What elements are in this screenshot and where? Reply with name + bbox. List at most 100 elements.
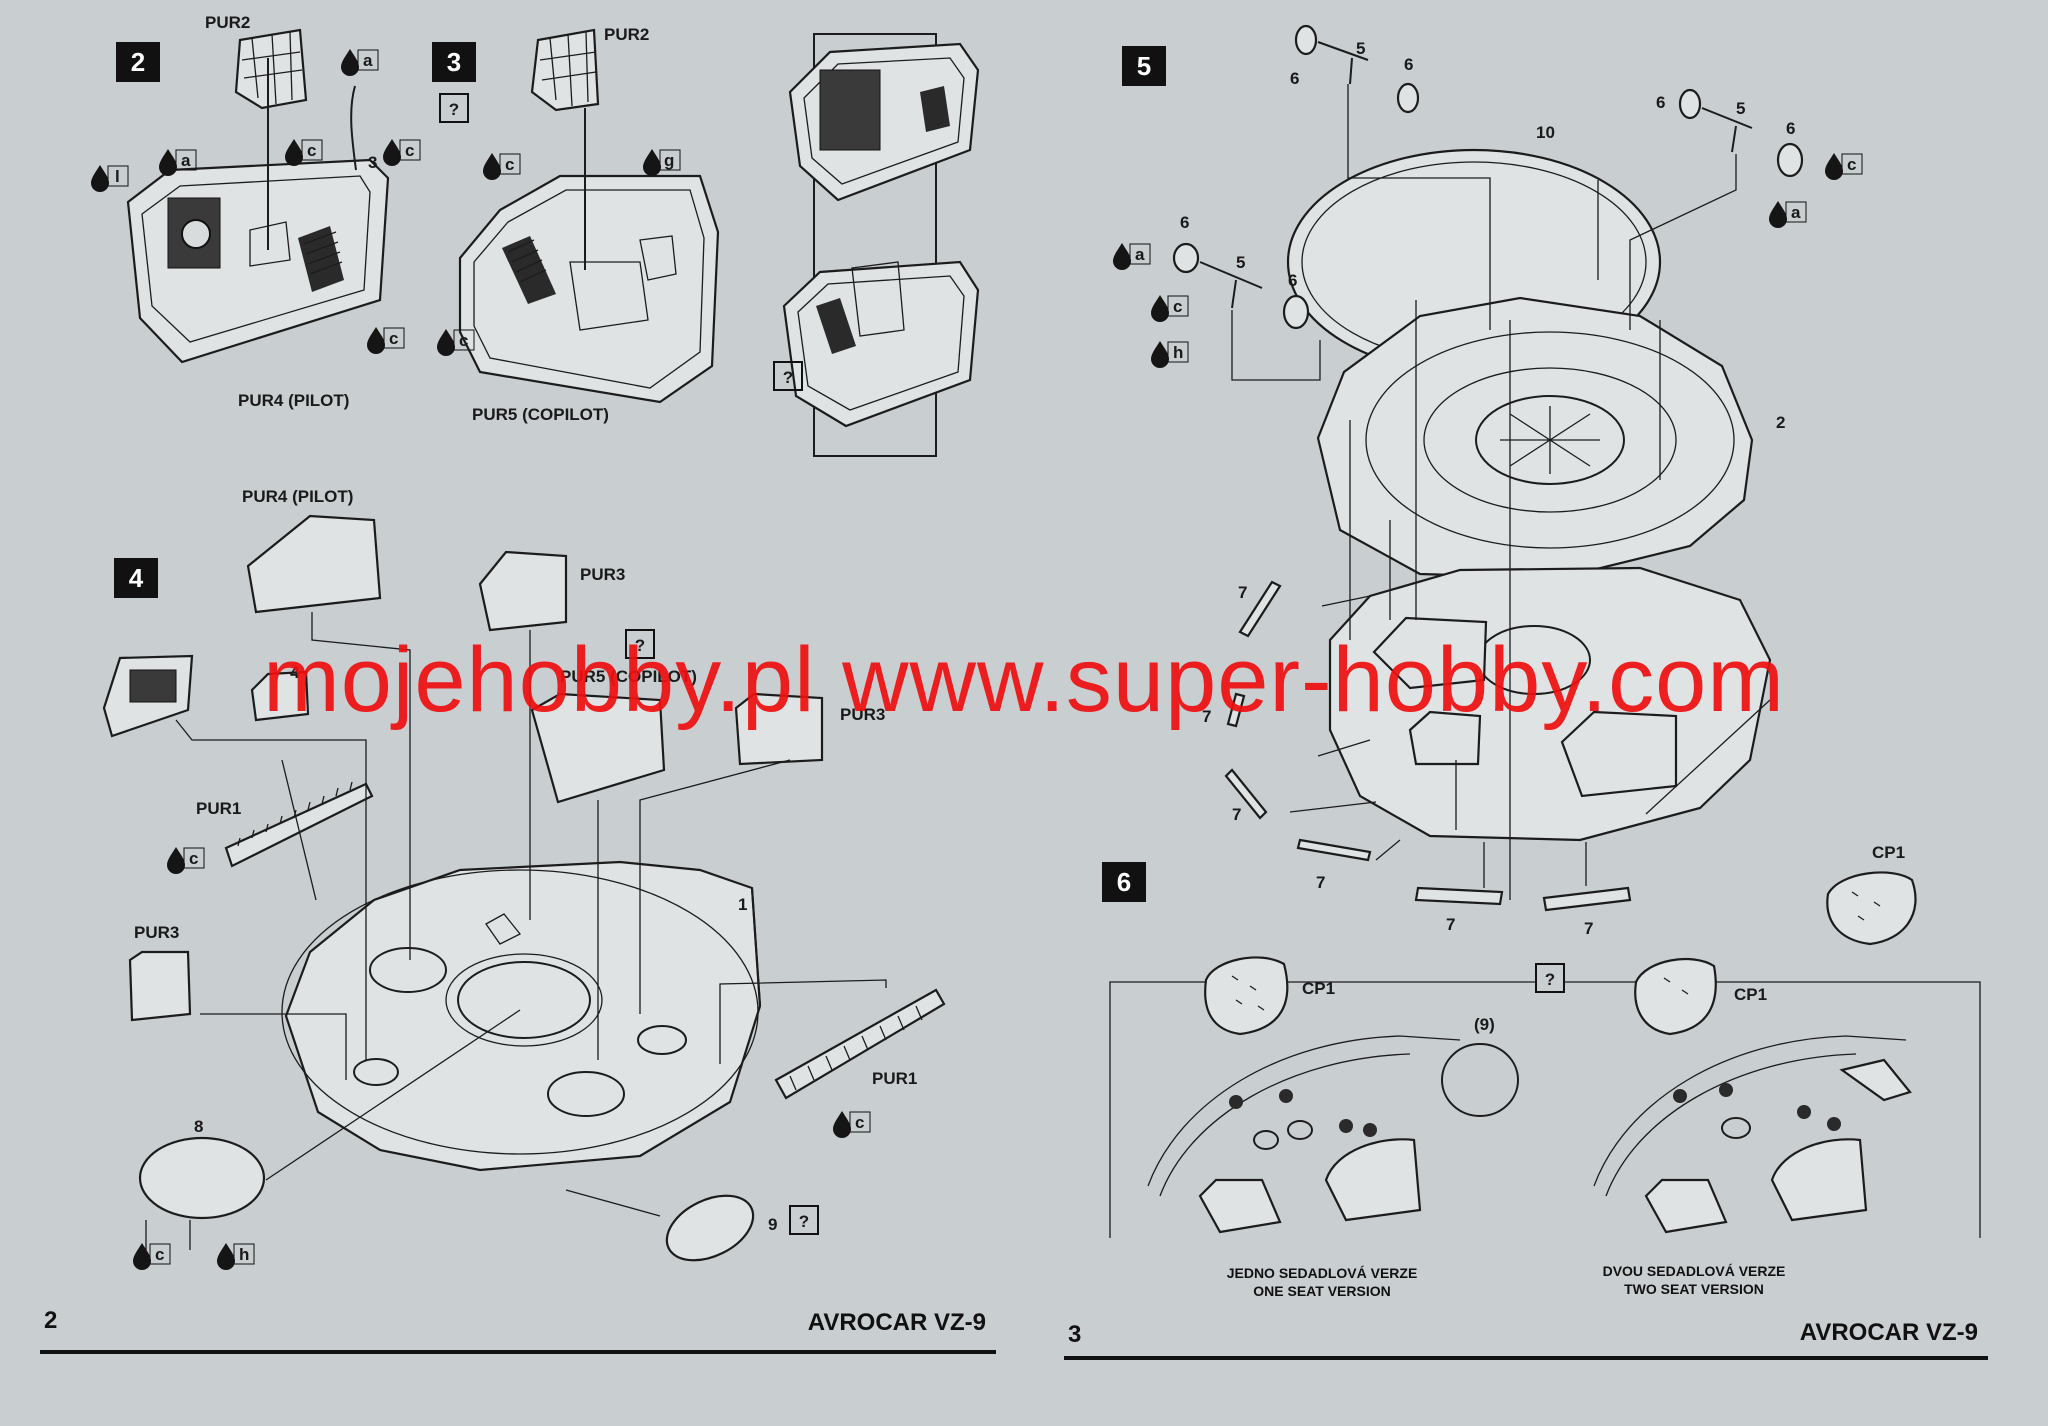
step-5-badge xyxy=(1122,46,1166,86)
caption-two-seat-cz: DVOU SEDADLOVÁ VERZE xyxy=(1603,1263,1786,1279)
question-mark-4: ? xyxy=(799,1212,809,1231)
paint-callout-a2: a xyxy=(159,149,197,176)
pur3-block-icon-3 xyxy=(128,950,192,1022)
paint-callout-h: h xyxy=(217,1243,255,1270)
pur1-label-2: PUR1 xyxy=(872,1069,917,1088)
step-4-number: 4 xyxy=(129,563,144,593)
svg-text:c: c xyxy=(155,1245,164,1264)
question-box-1 xyxy=(439,93,469,123)
pur4-block-icon xyxy=(246,514,382,614)
paint-callout-c5: c xyxy=(437,329,475,356)
pur1-strip-icon xyxy=(224,781,374,868)
copilot-tub-icon xyxy=(458,108,720,404)
cp1-label-3: CP1 xyxy=(1872,843,1905,862)
step-6-group: 6 ? CP1 (9) JEDNO SEDA xyxy=(1102,843,1981,1299)
pur2-label-2: PUR2 xyxy=(604,25,649,44)
cp1-label-2: CP1 xyxy=(1734,985,1767,1004)
page-title-left: AVROCAR VZ-9 xyxy=(808,1309,986,1336)
pur5-block-icon xyxy=(530,692,666,804)
two-seat-detail-icon xyxy=(1593,871,1917,1234)
step-3-badge xyxy=(432,42,476,82)
floor-disc-part1-icon xyxy=(281,860,762,1172)
pilot-tub-icon xyxy=(126,58,390,364)
step-6-badge xyxy=(1102,862,1146,902)
step-4-group: 4 PUR4 (PILOT) PUR3 ? PUR5 (COPILOT) PUR… xyxy=(102,487,946,1270)
pur4-pilot-label: PUR4 (PILOT) xyxy=(238,391,349,410)
svg-text:c: c xyxy=(307,141,316,160)
svg-text:c: c xyxy=(459,331,468,350)
caption-one-seat-en: ONE SEAT VERSION xyxy=(1253,1283,1390,1299)
paint-callout-c10: c xyxy=(1151,295,1189,322)
pur1-strip-icon-2 xyxy=(774,988,946,1100)
svg-text:c: c xyxy=(1847,155,1856,174)
two-tub-variants-icon xyxy=(782,33,980,457)
caption-two-seat-en: TWO SEAT VERSION xyxy=(1624,1281,1764,1297)
part-5-label-1: 5 xyxy=(1356,39,1365,58)
question-mark-5: ? xyxy=(1545,970,1555,989)
pur2-label: PUR2 xyxy=(205,13,250,32)
pur3-block-icon-2 xyxy=(734,692,824,766)
paint-callout-c4: c xyxy=(483,153,521,180)
part-7-label-5: 7 xyxy=(1446,915,1455,934)
paint-callout-a3: a xyxy=(1769,201,1807,228)
svg-text:c: c xyxy=(389,329,398,348)
question-mark-3: ? xyxy=(635,636,645,655)
svg-text:h: h xyxy=(1173,343,1183,362)
part-7-label-2: 7 xyxy=(1202,707,1211,726)
paint-callout-a4: a xyxy=(1113,243,1151,270)
paint-callout-h2: h xyxy=(1151,341,1189,368)
one-seat-detail-icon xyxy=(1147,956,1519,1234)
part-7-label-3: 7 xyxy=(1232,805,1241,824)
part-3-label: 3 xyxy=(368,153,377,172)
step-2-group: 2 PUR2 3 PUR4 (PILOT) a xyxy=(91,13,421,410)
question-box-3 xyxy=(625,629,655,659)
caption-one-seat-cz: JEDNO SEDADLOVÁ VERZE xyxy=(1227,1265,1418,1281)
part-2-label: 2 xyxy=(1776,413,1785,432)
svg-text:l: l xyxy=(115,167,120,186)
pur3-label-2: PUR3 xyxy=(840,705,885,724)
instrument-panel-icon xyxy=(102,654,310,738)
seat-pur2-icon-2 xyxy=(530,28,600,112)
nozzle-assembly-icon-3 xyxy=(1172,242,1310,330)
svg-text:a: a xyxy=(1791,203,1801,222)
question-box-4 xyxy=(789,1205,819,1235)
step-6-number: 6 xyxy=(1117,867,1131,897)
part-6-label-1: 6 xyxy=(1290,69,1299,88)
part-9-ref-label: (9) xyxy=(1474,1015,1495,1034)
left-page: 2 PUR2 3 PUR4 (PILOT) a xyxy=(40,13,996,1354)
svg-text:c: c xyxy=(405,141,414,160)
assembly-lines xyxy=(145,612,887,1250)
step-2-number: 2 xyxy=(131,47,145,77)
paint-callout-l: l xyxy=(91,165,129,192)
pur3-block-icon xyxy=(478,550,568,632)
paint-callout-c7: c xyxy=(833,1111,871,1138)
question-mark-2: ? xyxy=(783,368,793,387)
part-6-label-5: 6 xyxy=(1180,213,1189,232)
nozzle-assembly-icon-1 xyxy=(1294,24,1420,114)
pur5-copilot-label-2: PUR5 (COPILOT) xyxy=(560,667,697,686)
page-title-right: AVROCAR VZ-9 xyxy=(1800,1319,1978,1346)
svg-text:h: h xyxy=(239,1245,249,1264)
part-8-label: 8 xyxy=(194,1117,203,1136)
step-4-badge xyxy=(114,558,158,598)
part-9-lid-icon xyxy=(665,1194,755,1262)
svg-text:c: c xyxy=(505,155,514,174)
paint-callout-g: g xyxy=(643,149,681,176)
paint-callout-c6: c xyxy=(167,847,205,874)
right-page: 5 10 2 xyxy=(1064,24,1988,1360)
watermark-text: mojehobby.pl www.super-hobby.com xyxy=(263,629,1785,731)
question-mark-1: ? xyxy=(449,100,459,119)
cp1-label-1: CP1 xyxy=(1302,979,1335,998)
part-5-label-3: 5 xyxy=(1236,253,1245,272)
pur3-label: PUR3 xyxy=(580,565,625,584)
part-7-label-1: 7 xyxy=(1238,583,1247,602)
paint-callout-c8: c xyxy=(133,1243,171,1270)
step-2-badge xyxy=(116,42,160,82)
paint-callout-c9: c xyxy=(1825,153,1863,180)
part-7-label-6: 7 xyxy=(1584,919,1593,938)
pur5-copilot-label: PUR5 (COPILOT) xyxy=(472,405,609,424)
seat-pur2-icon xyxy=(234,28,308,110)
svg-text:c: c xyxy=(855,1113,864,1132)
part-5-label-2: 5 xyxy=(1736,99,1745,118)
